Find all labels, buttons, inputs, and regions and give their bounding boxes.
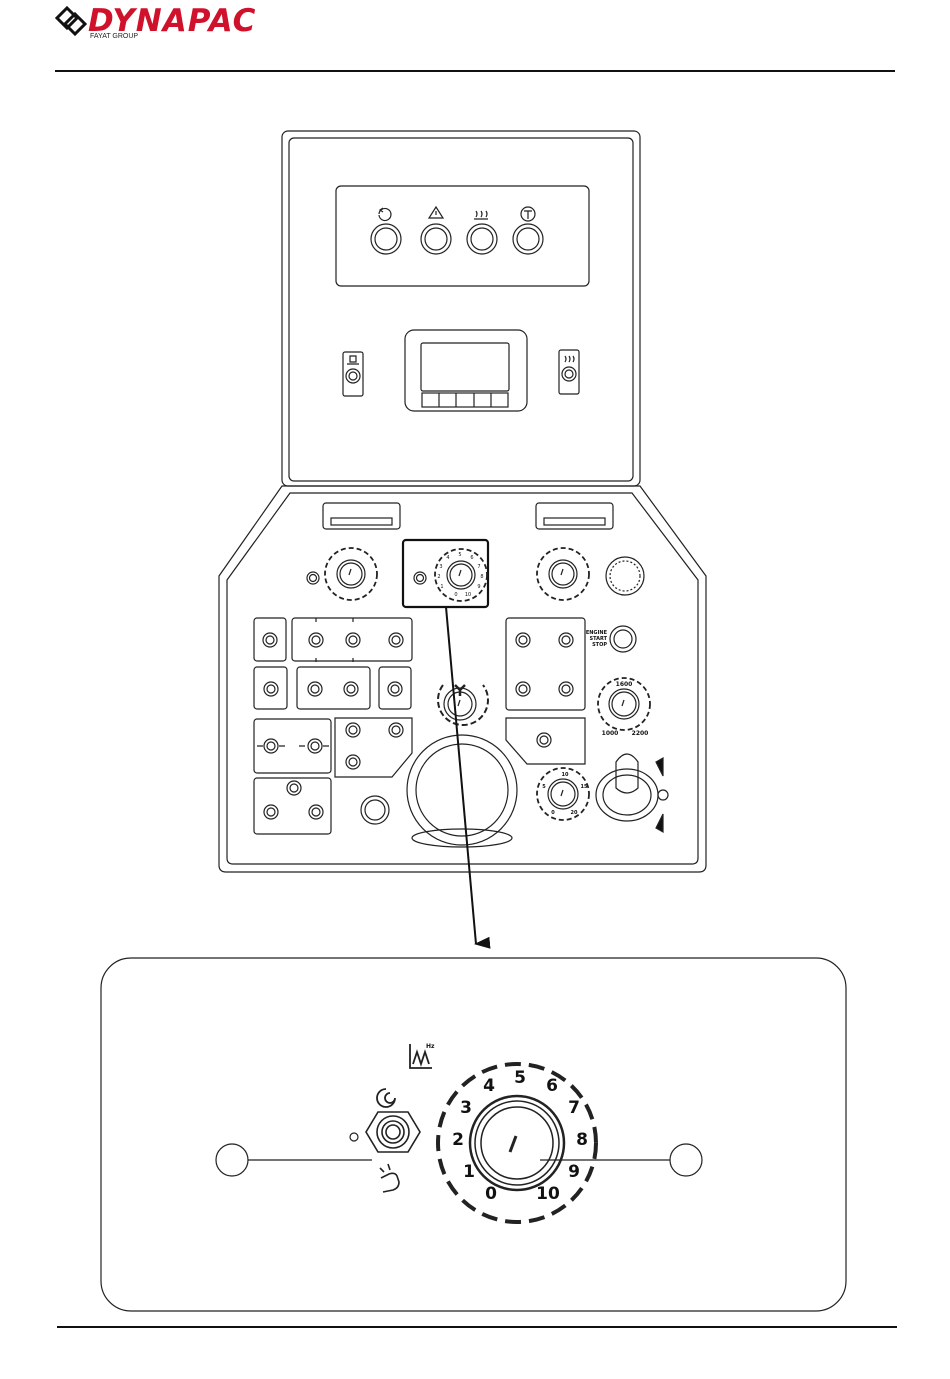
- frequency-dial-right: [537, 548, 589, 600]
- auto-mode-icon: [377, 1089, 395, 1107]
- detail-dial-number: 2: [452, 1130, 464, 1150]
- frequency-unit-label: Hz: [426, 1043, 435, 1050]
- detail-dial-number: 5: [514, 1068, 526, 1088]
- detail-dial-scale: 0 1 2 3 4 5 6 7 8 9 10: [452, 1068, 588, 1204]
- warning-lamp-strip: [336, 186, 589, 286]
- detail-dial-number: 8: [576, 1130, 588, 1150]
- overview-dial-number: 0: [454, 592, 457, 598]
- svg-text:15: 15: [581, 784, 588, 790]
- zoom-arrow: [446, 607, 476, 944]
- connector-socket: [361, 796, 389, 824]
- svg-text:STOP: STOP: [592, 642, 607, 648]
- detail-dial-number: 10: [536, 1184, 560, 1204]
- panel-handle: [323, 503, 613, 529]
- detail-dial-number: 0: [485, 1184, 497, 1204]
- overview-dial-scale: 0 1 2 3 4 5 6 7 8 9 10: [437, 552, 483, 598]
- detail-dial-number: 9: [568, 1162, 580, 1182]
- hand-manual-icon: [380, 1164, 399, 1192]
- svg-text:20: 20: [571, 810, 578, 816]
- detail-view-frame: [101, 958, 846, 1311]
- detail-indicator-dot: [350, 1133, 358, 1141]
- detail-dial-number: 1: [463, 1162, 475, 1182]
- heater-icon: [474, 211, 488, 219]
- svg-text:5: 5: [542, 784, 546, 790]
- svg-text:2200: 2200: [632, 730, 649, 737]
- engine-start-stop-label: ENGINE START STOP: [586, 630, 608, 648]
- switch-group-right: [506, 618, 585, 764]
- emergency-stop-button: [606, 557, 644, 595]
- overview-dial-number: 1: [440, 584, 443, 590]
- svg-text:1600: 1600: [616, 681, 633, 688]
- overview-dial-number: 7: [477, 564, 480, 570]
- detail-dial-number: 4: [483, 1076, 495, 1096]
- side-switch-left: [343, 352, 363, 396]
- warning-triangle-icon: [429, 207, 443, 218]
- overview-dial-number: 2: [437, 574, 440, 580]
- drive-joystick: [596, 754, 668, 832]
- rotating-beacon-icon: [379, 208, 391, 220]
- side-switch-right: [559, 350, 579, 394]
- overview-dial-number: 5: [458, 552, 461, 558]
- overview-dial-number: 4: [446, 555, 449, 561]
- frequency-dial-center: [414, 549, 487, 601]
- svg-text:1000: 1000: [602, 730, 619, 737]
- upper-panel-housing: [282, 131, 640, 486]
- overview-dial-number: 3: [439, 564, 442, 570]
- overview-dial-number: 10: [465, 592, 471, 598]
- engine-start-stop-button: [610, 626, 636, 652]
- overview-dial-number: 6: [470, 555, 473, 561]
- detail-push-switch: [366, 1112, 420, 1152]
- svg-text:0: 0: [551, 810, 555, 816]
- detail-dial-number: 6: [546, 1076, 558, 1096]
- overview-dial-number: 8: [480, 574, 483, 580]
- steering-mode-dial: [438, 685, 488, 725]
- detail-dial-number: 3: [460, 1098, 472, 1118]
- svg-text:10: 10: [562, 772, 569, 778]
- footer-divider: [57, 1326, 897, 1328]
- transmission-temp-icon: [521, 207, 535, 221]
- frequency-dial-left: [307, 548, 377, 600]
- switch-group-left: [254, 618, 412, 834]
- warning-lamp-button: [371, 224, 543, 254]
- overview-dial-number: 9: [477, 584, 480, 590]
- detail-dial-number: 7: [568, 1098, 580, 1118]
- display-unit: [405, 330, 527, 411]
